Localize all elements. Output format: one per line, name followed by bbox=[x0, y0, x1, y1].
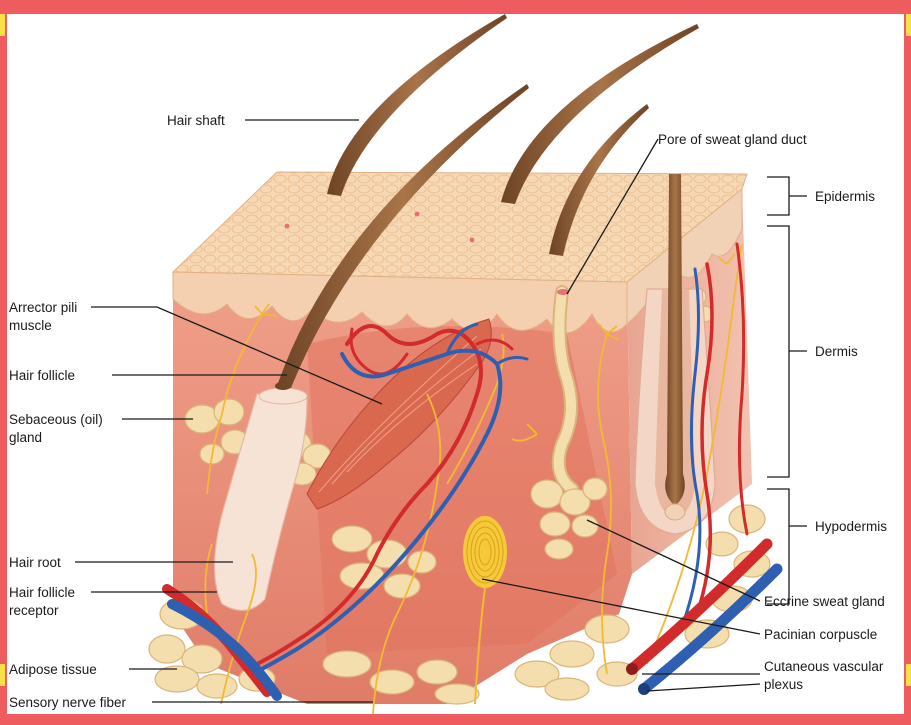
label-receptor-2: receptor bbox=[9, 603, 59, 618]
label-sensory: Sensory nerve fiber bbox=[9, 695, 127, 710]
label-hair-root: Hair root bbox=[9, 555, 61, 570]
leader-lines bbox=[75, 119, 761, 703]
label-pore: Pore of sweat gland duct bbox=[658, 132, 807, 147]
label-hair-shaft: Hair shaft bbox=[167, 113, 225, 128]
accent-bottom-left bbox=[0, 664, 5, 686]
label-vascular-2: plexus bbox=[764, 677, 803, 692]
skin-diagram: Hair shaft Pore of sweat gland duct Epid… bbox=[9, 14, 887, 714]
diagram-canvas: Hair shaft Pore of sweat gland duct Epid… bbox=[7, 14, 904, 714]
pacinian-corpuscle bbox=[463, 516, 507, 705]
label-hypodermis: Hypodermis bbox=[815, 519, 887, 534]
label-pacinian: Pacinian corpuscle bbox=[764, 627, 877, 642]
label-sebaceous-2: gland bbox=[9, 430, 42, 445]
label-arrector-1: Arrector pili bbox=[9, 300, 77, 315]
label-adipose: Adipose tissue bbox=[9, 662, 97, 677]
blood-vessels bbox=[162, 242, 783, 701]
diagram-labels: Hair shaft Pore of sweat gland duct Epid… bbox=[9, 113, 887, 710]
nerve-fibers bbox=[204, 243, 743, 714]
accent-top-left bbox=[0, 14, 5, 36]
label-eccrine: Eccrine sweat gland bbox=[764, 594, 885, 609]
label-epidermis: Epidermis bbox=[815, 189, 875, 204]
epidermis-front bbox=[172, 271, 628, 334]
label-arrector-2: muscle bbox=[9, 318, 52, 333]
layer-brackets bbox=[767, 176, 807, 605]
label-sebaceous-1: Sebaceous (oil) bbox=[9, 412, 103, 427]
label-vascular-1: Cutaneous vascular bbox=[764, 659, 884, 674]
accent-top-right bbox=[906, 14, 911, 36]
label-dermis: Dermis bbox=[815, 344, 858, 359]
eccrine-sweat-gland bbox=[530, 285, 608, 560]
hair-shafts bbox=[277, 14, 699, 388]
accent-bottom-right bbox=[906, 664, 911, 686]
label-hair-follicle: Hair follicle bbox=[9, 368, 75, 383]
label-receptor-1: Hair follicle bbox=[9, 585, 75, 600]
hair-follicle-left bbox=[213, 382, 308, 611]
